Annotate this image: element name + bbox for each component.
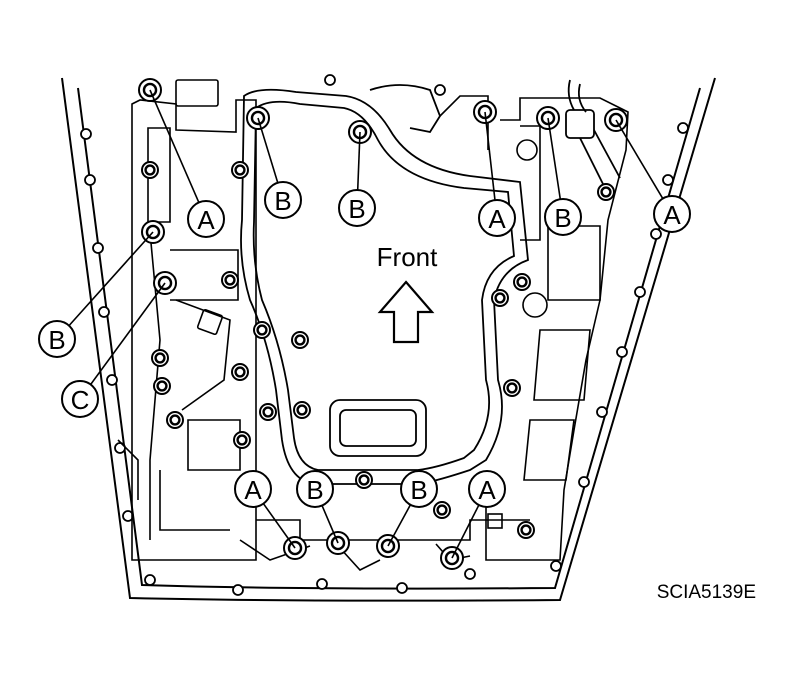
bolt-icon (433, 501, 451, 519)
callout-letter: B (348, 194, 365, 224)
bolt-icon (283, 536, 307, 560)
leader-line (615, 119, 664, 199)
bolt-icon (291, 331, 309, 349)
case-bolt-holes (80, 74, 689, 596)
callout-circle (61, 380, 99, 418)
callout-a: A (187, 200, 225, 238)
callout-letter: B (48, 325, 65, 355)
callout-circle (338, 189, 376, 227)
leader-line (68, 231, 154, 327)
bolt-icon (517, 521, 535, 539)
callout-letter: A (478, 475, 496, 505)
callout-letter: B (410, 475, 427, 505)
leader-line (387, 504, 412, 547)
leader-line (89, 282, 166, 385)
leader-line (356, 131, 361, 191)
callout-letter: B (274, 186, 291, 216)
separator-plate (240, 84, 529, 485)
bolt-icon (151, 349, 169, 367)
leader-line (451, 504, 480, 559)
bolt-icon (141, 161, 159, 179)
callout-b: B (400, 470, 438, 508)
callout-letter: A (244, 475, 262, 505)
callout-b: B (264, 181, 302, 219)
bolt-icon (153, 377, 171, 395)
callout-c: C (61, 380, 99, 418)
callout-circle (264, 181, 302, 219)
bolt-icon (166, 411, 184, 429)
bolt-icon (233, 431, 251, 449)
callout-a: A (478, 199, 516, 237)
callout-letter: B (554, 203, 571, 233)
callout-circle (38, 320, 76, 358)
callout-letter: A (197, 205, 215, 235)
bolt-group (138, 78, 628, 570)
valve-body-right (439, 95, 629, 561)
bolt-icon (491, 289, 509, 307)
callout-letter: B (306, 475, 323, 505)
callout-a: A (653, 195, 691, 233)
bolt-icon (348, 120, 372, 144)
bolt-icon (231, 161, 249, 179)
bolt-icon (355, 471, 373, 489)
callout-circle (468, 470, 506, 508)
callout-circle (478, 199, 516, 237)
callout-circle (400, 470, 438, 508)
callout-letter: C (71, 385, 90, 415)
front-arrow: Front (377, 242, 438, 344)
callout-b: B (338, 189, 376, 227)
leader-line (149, 89, 200, 203)
bolt-icon (513, 273, 531, 291)
leader-line (321, 505, 339, 544)
callout-letter: A (488, 204, 506, 234)
callout-circle (296, 470, 334, 508)
harness-connector (565, 79, 621, 187)
callout-a: A (234, 470, 272, 508)
leader-line (547, 117, 562, 200)
leader-line (257, 117, 279, 184)
callout-letter: A (663, 200, 681, 230)
front-arrow-icon (377, 280, 435, 344)
bolt-icon (597, 183, 615, 201)
bolt-icon (231, 363, 249, 381)
callout-circle (187, 200, 225, 238)
callout-circle (544, 198, 582, 236)
callout-b: B (544, 198, 582, 236)
bolt-icon (253, 321, 271, 339)
callout-a: A (468, 470, 506, 508)
bolt-icon (259, 403, 277, 421)
bolt-icon (221, 271, 239, 289)
bolt-icon (503, 379, 521, 397)
callout-b: B (296, 470, 334, 508)
callout-b: B (38, 320, 76, 358)
figure-id: SCIA5139E (657, 582, 756, 603)
bolt-icon (293, 401, 311, 419)
leader-line (484, 111, 496, 201)
callout-circle (234, 470, 272, 508)
callout-circle (653, 195, 691, 233)
leader-lines (68, 89, 664, 559)
front-label: Front (377, 242, 438, 272)
leader-line (262, 503, 296, 549)
